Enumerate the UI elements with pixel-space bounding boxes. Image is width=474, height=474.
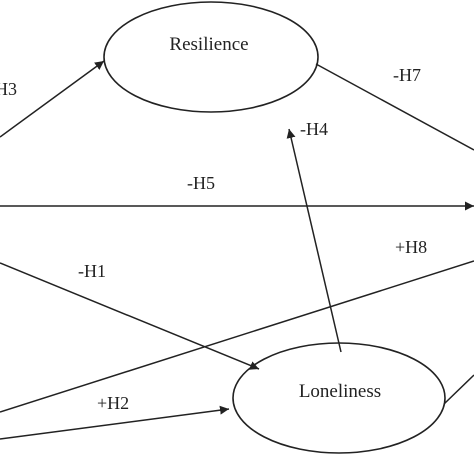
- edge-h4-arrow: [286, 128, 342, 353]
- edge-h3-arrow: [0, 60, 105, 138]
- edge-h4-label: -H4: [300, 119, 328, 139]
- edge-loneliness-out-line: [443, 374, 474, 405]
- edge-h8-line: [0, 260, 474, 413]
- edge-h2-label: +H2: [97, 393, 129, 413]
- loneliness-label: Loneliness: [299, 381, 381, 402]
- edge-h1-arrow: [0, 262, 260, 370]
- edge-h3-label: H3: [0, 79, 17, 99]
- edge-h5-label: -H5: [187, 173, 215, 193]
- resilience-label: Resilience: [169, 34, 248, 55]
- edge-h8-label: +H8: [395, 237, 427, 257]
- resilience-node: [103, 1, 319, 113]
- edge-h2-arrow: [0, 405, 230, 440]
- edge-h7-line: [315, 63, 474, 151]
- edge-h7-label: -H7: [393, 65, 421, 85]
- edge-h1-label: -H1: [78, 261, 106, 281]
